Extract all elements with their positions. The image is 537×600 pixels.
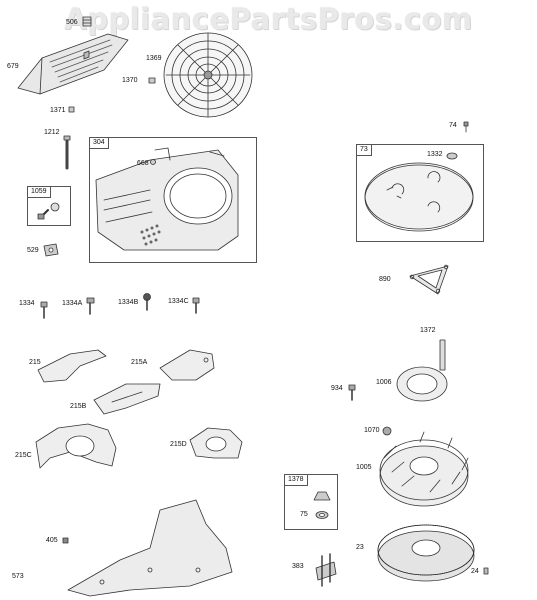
part-1332-weight xyxy=(446,152,458,160)
label-1005: 1005 xyxy=(356,464,372,471)
label-23: 23 xyxy=(356,544,364,551)
part-1370-nut xyxy=(148,77,156,84)
label-890: 890 xyxy=(379,276,391,283)
part-1334B-bolt xyxy=(143,293,151,311)
part-405-screw xyxy=(62,537,69,544)
part-1005-flywheel xyxy=(379,431,469,507)
group-box-1378 xyxy=(284,474,338,530)
label-1334C: 1334C xyxy=(168,298,189,305)
part-215B-baffle xyxy=(93,383,161,415)
group-box-304 xyxy=(89,137,257,263)
part-1212-tube xyxy=(63,135,71,170)
part-215-baffle xyxy=(37,349,107,383)
part-1070-nut xyxy=(382,426,392,436)
label-215B: 215B xyxy=(70,403,87,410)
label-24: 24 xyxy=(471,568,479,575)
group-box-73 xyxy=(356,144,484,242)
part-1378-nut xyxy=(313,491,331,501)
label-668: 668 xyxy=(137,160,149,167)
part-573-base-plate xyxy=(67,499,233,597)
label-1370: 1370 xyxy=(122,77,138,84)
part-1334A-bolt xyxy=(86,297,95,315)
label-1369: 1369 xyxy=(146,55,162,62)
part-215D-shroud xyxy=(189,427,243,459)
label-934: 934 xyxy=(331,385,343,392)
part-506-screw xyxy=(82,16,92,27)
part-1334-bolt xyxy=(40,301,48,319)
label-573: 573 xyxy=(12,573,24,580)
part-934-bolt xyxy=(348,384,356,401)
part-1059-bolt xyxy=(37,202,60,220)
part-890-bracket xyxy=(409,264,449,295)
label-529: 529 xyxy=(27,247,39,254)
part-73-plate xyxy=(364,162,474,232)
part-215A-baffle xyxy=(159,349,215,381)
label-1332: 1332 xyxy=(427,151,443,158)
group-box-1059 xyxy=(27,186,71,226)
part-679-cover xyxy=(17,33,129,95)
group-label-73: 73 xyxy=(357,145,372,156)
part-1006-gasket xyxy=(396,366,448,402)
label-1334A: 1334A xyxy=(62,300,83,307)
label-405: 405 xyxy=(46,537,58,544)
group-label-1059: 1059 xyxy=(28,187,51,198)
label-215: 215 xyxy=(29,359,41,366)
part-1372-pin xyxy=(439,339,446,371)
label-1070: 1070 xyxy=(364,427,380,434)
label-679: 679 xyxy=(7,63,19,70)
part-1369-screen xyxy=(163,32,253,118)
label-1371: 1371 xyxy=(50,107,66,114)
part-1334C-bolt xyxy=(192,297,200,314)
part-529-clip xyxy=(43,243,59,257)
label-1212: 1212 xyxy=(44,129,60,136)
label-1334: 1334 xyxy=(19,300,35,307)
part-668-screw xyxy=(150,159,156,165)
part-383-bracket xyxy=(315,553,337,587)
label-215C: 215C xyxy=(15,452,32,459)
label-75: 75 xyxy=(300,511,308,518)
label-215A: 215A xyxy=(131,359,148,366)
part-24-key xyxy=(483,567,489,575)
label-74: 74 xyxy=(449,122,457,129)
label-383: 383 xyxy=(292,563,304,570)
label-1372: 1372 xyxy=(420,327,436,334)
part-75-washer xyxy=(315,511,329,519)
watermark: AppliancePartsPros.com xyxy=(64,2,473,36)
part-1371-clip xyxy=(68,106,75,113)
part-23-ring-gear xyxy=(377,524,475,582)
label-215D: 215D xyxy=(170,441,187,448)
label-506: 506 xyxy=(66,19,78,26)
label-1006: 1006 xyxy=(376,379,392,386)
part-215C-shroud xyxy=(35,423,117,469)
label-1334B: 1334B xyxy=(118,299,139,306)
part-304-blower-housing xyxy=(95,147,239,251)
group-label-304: 304 xyxy=(90,138,109,149)
part-74-screw xyxy=(463,121,469,133)
group-label-1378: 1378 xyxy=(285,475,308,486)
